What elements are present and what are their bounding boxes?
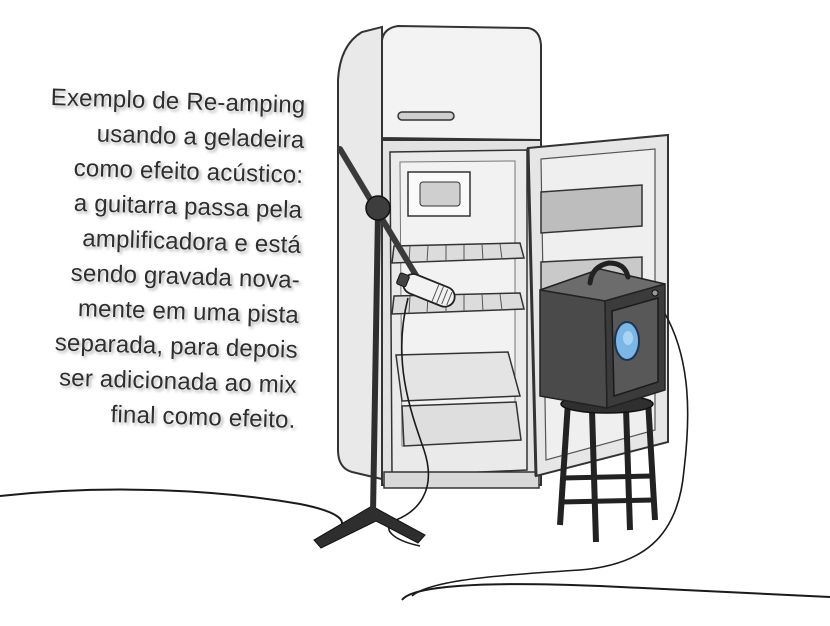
amp-cable [411, 311, 689, 597]
mic-stand [313, 146, 426, 549]
fridge-base [383, 471, 540, 489]
door-shelf-top [540, 184, 643, 234]
mic-stand-base [313, 505, 426, 549]
mic-cable [388, 297, 430, 547]
inner-freezer-door [419, 181, 461, 207]
fridge-shelf-upper [391, 242, 525, 264]
crisper-drawer-top [395, 351, 521, 402]
mic-stand-pole [370, 211, 381, 515]
amp-speaker-dustcap [623, 331, 633, 345]
freezer-handle [397, 111, 455, 121]
door-hinge-edge [526, 147, 538, 477]
freezer-door [381, 24, 542, 142]
caption-text: Exemplo de Re-amping usando a geladeira … [0, 79, 306, 438]
mic-stand-knob [365, 195, 391, 221]
amplifier [539, 260, 666, 410]
amp-left-face [539, 289, 608, 409]
floor-line-left [0, 488, 344, 531]
microphone [396, 272, 456, 308]
floor-line-right [401, 583, 830, 601]
crisper-drawer-bottom [401, 401, 522, 447]
amp-handle [587, 260, 631, 286]
amp-jack [651, 289, 659, 297]
